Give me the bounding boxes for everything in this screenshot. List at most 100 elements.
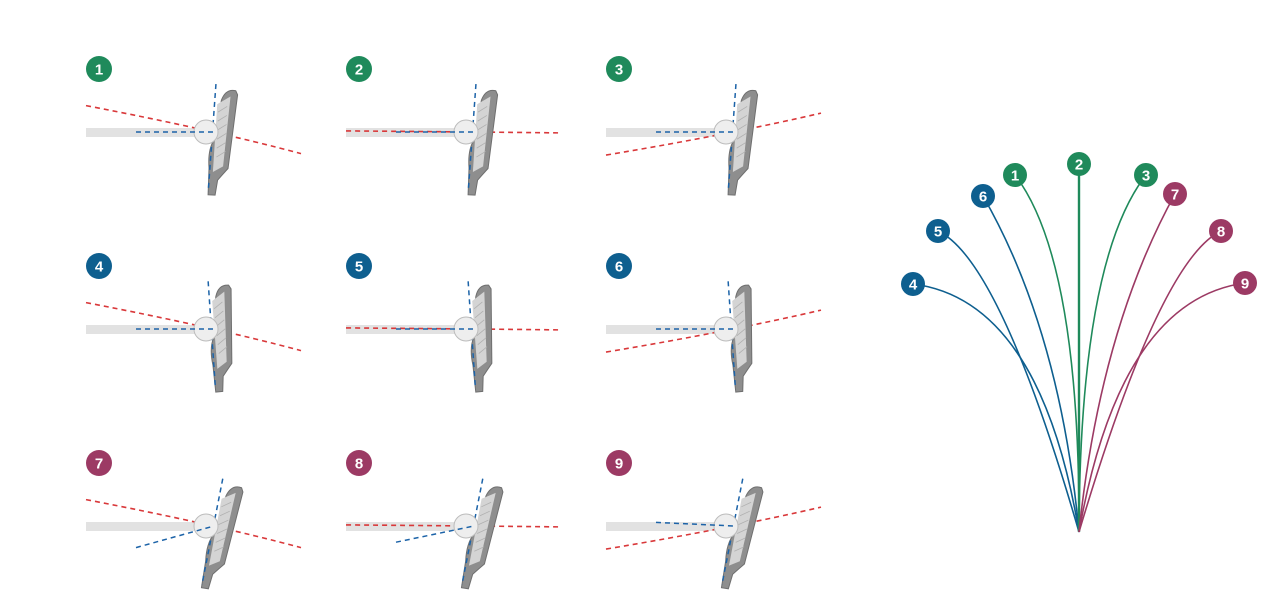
- face-groove: [217, 106, 228, 113]
- club-head: [467, 281, 493, 393]
- face-groove: [737, 115, 748, 122]
- club-face: [472, 96, 491, 172]
- flight-curve: [1078, 230, 1222, 533]
- badge-label: 1: [95, 62, 103, 79]
- golf-ball: [713, 316, 739, 342]
- impact-panel: 1: [85, 56, 302, 196]
- flight-curve: [1078, 174, 1147, 533]
- face-groove: [478, 346, 488, 354]
- flight-trajectory: 5: [926, 219, 1080, 533]
- shot-badge: 2: [346, 56, 372, 82]
- face-groove: [736, 133, 747, 140]
- impact-panel: 2: [345, 56, 562, 196]
- badge-circle: [346, 56, 372, 82]
- club-head: [727, 83, 759, 196]
- face-groove: [474, 310, 484, 319]
- flight-trajectory: 6: [971, 184, 1080, 533]
- flight-trajectory: 4: [901, 272, 1080, 533]
- face-groove: [217, 115, 228, 122]
- face-groove: [737, 124, 747, 131]
- target-line-stripe: [86, 522, 211, 531]
- shot-badge: 8: [346, 450, 372, 476]
- club-face: [728, 492, 756, 566]
- shot-badge: 3: [606, 56, 632, 82]
- target-line-stripe: [606, 522, 731, 531]
- swing-path-line: [345, 327, 562, 331]
- face-groove: [477, 337, 487, 345]
- face-groove: [736, 528, 748, 534]
- club-head: [460, 478, 504, 590]
- club-head: [720, 478, 764, 590]
- impact-panel: 6: [605, 253, 822, 393]
- face-groove: [216, 328, 226, 336]
- face-groove: [473, 301, 483, 310]
- flight-badge: [926, 219, 950, 243]
- face-groove: [739, 510, 750, 517]
- impact-panel: 9: [605, 450, 822, 590]
- face-groove: [733, 301, 743, 310]
- badge-circle: [346, 450, 372, 476]
- face-groove: [217, 337, 227, 345]
- face-groove: [479, 510, 490, 517]
- badge-circle: [606, 253, 632, 279]
- club-face: [732, 96, 751, 172]
- face-groove: [736, 151, 746, 158]
- start-direction-line: [655, 521, 735, 527]
- face-groove: [476, 133, 487, 140]
- face-groove: [736, 328, 746, 336]
- club-face: [468, 492, 496, 566]
- swing-path-line: [345, 130, 562, 134]
- face-groove: [214, 546, 225, 552]
- badge-label: 2: [355, 62, 363, 79]
- badge-circle: [86, 450, 112, 476]
- impact-panel: 8: [345, 450, 562, 590]
- badge-label: 4: [95, 259, 104, 276]
- face-groove: [741, 501, 752, 508]
- flight-badge: [1003, 163, 1027, 187]
- flight-badge-label: 4: [909, 277, 918, 294]
- flight-badge: [1209, 219, 1233, 243]
- badge-circle: [86, 56, 112, 82]
- face-groove: [737, 337, 747, 345]
- shot-badge: 4: [86, 253, 112, 279]
- club-head: [207, 281, 233, 393]
- flight-badge-label: 2: [1075, 157, 1083, 174]
- face-groove: [214, 310, 224, 319]
- start-direction-line: [135, 525, 215, 549]
- face-groove: [219, 510, 230, 517]
- flight-badge: [1134, 163, 1158, 187]
- flight-trajectory: 7: [1078, 182, 1187, 533]
- face-groove: [216, 528, 228, 534]
- badge-label: 9: [615, 456, 623, 473]
- flight-badge-label: 6: [979, 189, 987, 206]
- badge-circle: [606, 450, 632, 476]
- badge-circle: [86, 253, 112, 279]
- club-head: [727, 281, 753, 393]
- face-groove: [737, 106, 748, 113]
- badge-label: 7: [95, 456, 103, 473]
- flight-curve: [912, 283, 1080, 533]
- golf-ball: [193, 513, 219, 539]
- golf-ball: [713, 119, 739, 145]
- face-groove: [217, 124, 227, 131]
- face-groove: [476, 328, 486, 336]
- face-groove: [475, 537, 486, 543]
- face-groove: [215, 537, 226, 543]
- face-groove: [216, 142, 227, 149]
- face-groove: [477, 124, 487, 131]
- face-groove: [734, 310, 744, 319]
- flight-curve: [1078, 193, 1176, 533]
- face-groove: [738, 346, 748, 354]
- flight-badge: [1163, 182, 1187, 206]
- flight-trajectory: 9: [1078, 271, 1257, 533]
- impact-panel: 7: [85, 450, 302, 590]
- shot-badge: 5: [346, 253, 372, 279]
- face-groove: [474, 546, 485, 552]
- flight-badge: [1233, 271, 1257, 295]
- face-groove: [735, 537, 746, 543]
- face-groove: [476, 528, 488, 534]
- face-groove: [476, 142, 487, 149]
- golf-ball: [713, 513, 739, 539]
- club-face: [212, 96, 231, 172]
